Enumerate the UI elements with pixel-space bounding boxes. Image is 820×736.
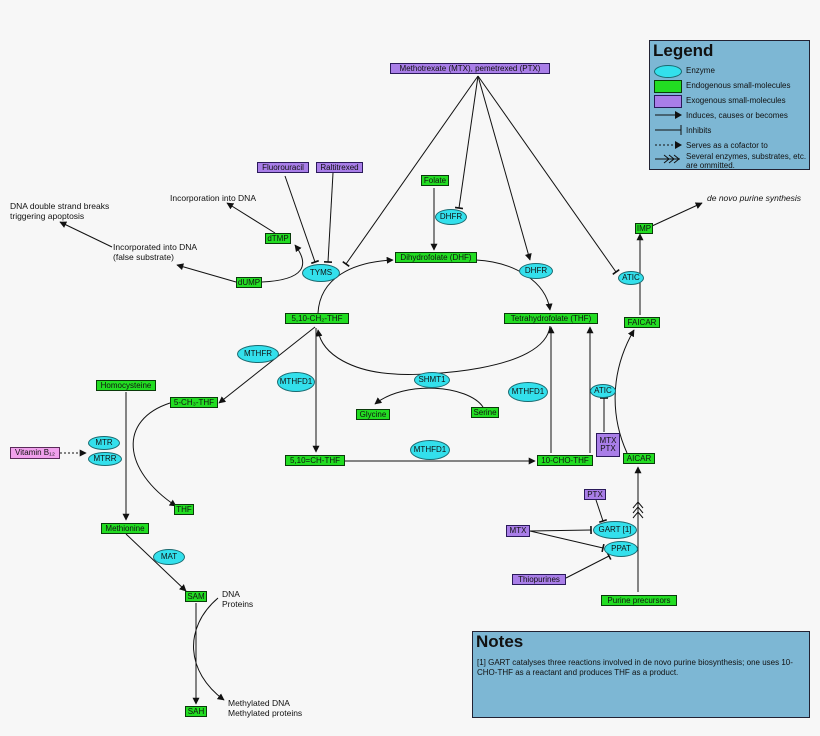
fluorouracil-node: Fluorouracil — [257, 162, 309, 173]
cofactor-icon — [655, 141, 682, 149]
legend-cofactor: Serves as a cofactor to — [686, 141, 768, 150]
atic-enzyme-1: ATIC — [618, 271, 644, 285]
methylene-thf-node: 5,10-CH₂-THF — [285, 313, 349, 324]
mthfd1-enzyme-1: MTHFD1 — [277, 372, 315, 392]
notes-title: Notes — [476, 632, 524, 651]
legend-omitted: Several enzymes, substrates, etc. are om… — [686, 152, 807, 170]
dtmp-node: dTMP — [265, 233, 291, 244]
mthfd1-enzyme-2: MTHFD1 — [508, 382, 548, 402]
mthfd1-enzyme-3: MTHFD1 — [410, 440, 450, 460]
methyl-thf-node: 5-CH₃-THF — [170, 397, 218, 408]
ptx-node: PTX — [584, 489, 606, 500]
methenyl-thf-node: 5,10=CH-THF — [285, 455, 345, 466]
vitamin-b12-node: Vitamin B₁₂ — [10, 447, 60, 459]
de-novo-purine-label: de novo purine synthesis — [707, 193, 802, 203]
omitted-chevrons-icon — [655, 154, 680, 164]
false-substrate-label: Incorporated into DNA (false substrate) — [113, 242, 198, 263]
imp-node: IMP — [635, 223, 653, 234]
notes-box: Notes [1] GART catalyses three reactions… — [472, 631, 810, 718]
mtr-enzyme: MTR — [88, 436, 120, 450]
mat-enzyme: MAT — [153, 549, 185, 565]
dump-node: dUMP — [236, 277, 262, 288]
dhfr-enzyme-1: DHFR — [435, 209, 467, 225]
endogenous-swatch-icon — [654, 80, 682, 93]
arrow-icon — [655, 111, 682, 119]
shmt1-enzyme: SHMT1 — [414, 372, 450, 388]
sah-node: SAH — [185, 706, 207, 717]
legend-exogenous: Exogenous small-molecules — [686, 96, 786, 105]
enzyme-swatch-icon — [654, 65, 682, 78]
legend-induces: Induces, causes or becomes — [686, 111, 788, 120]
tetrahydrofolate-node: Tetrahydrofolate (THF) — [504, 313, 598, 324]
inhibit-icon — [655, 125, 682, 135]
atic-enzyme-2: ATIC — [590, 384, 616, 398]
methylated-label: Methylated DNA Methylated proteins — [228, 698, 303, 719]
mtx-ptx-small-node: MTX PTX — [596, 433, 620, 457]
mtrr-enzyme: MTRR — [88, 452, 122, 466]
legend-inhibits: Inhibits — [686, 126, 712, 135]
thiopurines-node: Thiopurines — [512, 574, 566, 585]
homocysteine-node: Homocysteine — [96, 380, 156, 391]
aicar-node: AICAR — [623, 453, 655, 464]
notes-text: [1] GART catalyses three reactions invol… — [477, 658, 793, 678]
formyl-thf-node: 10-CHO-THF — [537, 455, 593, 466]
legend-box: Legend Enzyme Endogenous small-molecules… — [649, 40, 810, 170]
dna-proteins-label: DNA Proteins — [222, 589, 254, 610]
serine-node: Serine — [471, 407, 499, 418]
legend-title: Legend — [653, 41, 714, 60]
mthfr-enzyme: MTHFR — [237, 345, 279, 363]
purine-precursors-node: Purine precursors — [601, 595, 677, 606]
glycine-node: Glycine — [356, 409, 390, 420]
legend-endogenous: Endogenous small-molecules — [686, 81, 791, 90]
legend-enzyme: Enzyme — [686, 66, 715, 75]
dna-dsb-label: DNA double strand breaks triggering apop… — [10, 201, 110, 222]
mtx-node: MTX — [506, 525, 530, 537]
ppat-enzyme: PPAT — [604, 541, 638, 557]
folate-node: Folate — [421, 175, 449, 186]
dihydrofolate-node: Dihydrofolate (DHF) — [395, 252, 477, 263]
dhfr-enzyme-2: DHFR — [519, 263, 553, 279]
faicar-node: FAICAR — [624, 317, 660, 328]
incorporation-label: Incorporation into DNA — [170, 193, 256, 203]
gart-enzyme: GART [1] — [593, 521, 637, 539]
tyms-enzyme: TYMS — [302, 264, 340, 282]
exogenous-swatch-icon — [654, 95, 682, 108]
methotrexate-pemetrexed-node: Methotrexate (MTX), pemetrexed (PTX) — [390, 63, 550, 74]
thf-small-node: THF — [174, 504, 194, 515]
sam-node: SAM — [185, 591, 207, 602]
methionine-node: Methionine — [101, 523, 149, 534]
raltitrexed-node: Raltitrexed — [316, 162, 363, 173]
